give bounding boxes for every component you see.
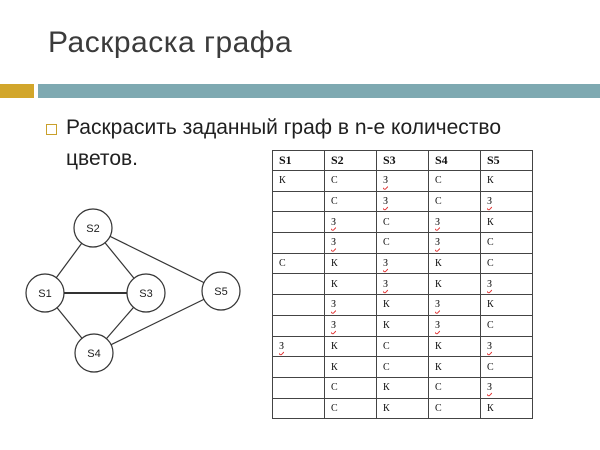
node-label-s1: S1 <box>38 288 51 300</box>
table-cell: С <box>480 356 533 378</box>
table-cell: З <box>480 335 533 358</box>
node-label-s2: S2 <box>86 223 99 235</box>
edge-s2-s5 <box>92 227 222 292</box>
table-cell: С <box>376 232 429 254</box>
table-cell: К <box>480 170 533 192</box>
table-cell: С <box>376 356 429 378</box>
table-cell: З <box>376 273 429 296</box>
column-header: S5 <box>480 150 533 171</box>
table-cell: К <box>376 294 429 316</box>
table-cell: К <box>376 376 429 399</box>
table-cell: З <box>272 335 325 358</box>
slide-title: Раскраска графа <box>48 26 293 59</box>
graph-diagram: S1 S2 S3 S4 S5 <box>25 208 241 373</box>
table-cell: С <box>376 211 429 234</box>
table-cell: С <box>428 397 481 420</box>
bullet-text: Раскрасить заданный граф в n-е количеств… <box>66 116 502 170</box>
node-s3 <box>126 273 166 313</box>
table-header-row: S1 S2 S3 S4 S5 <box>272 150 533 171</box>
table-cell: С <box>324 376 377 399</box>
table-cell: З <box>428 294 481 316</box>
table-cell: С <box>272 252 325 275</box>
table-cell: К <box>324 252 377 275</box>
table-cell: С <box>324 190 377 213</box>
column-header: S3 <box>376 150 429 171</box>
table-cell: З <box>376 190 429 213</box>
column-header: S4 <box>428 150 481 171</box>
node-s2 <box>73 208 113 248</box>
table-cell: З <box>324 294 377 316</box>
table-cell <box>272 397 325 420</box>
table-cell: С <box>480 252 533 275</box>
column-header: S1 <box>272 150 325 171</box>
table-cell: К <box>480 211 533 234</box>
table-cell: К <box>376 314 429 337</box>
node-label-s5: S5 <box>214 286 227 298</box>
bullet-square-icon <box>46 124 57 135</box>
table-cell <box>272 314 325 337</box>
table-cell: З <box>480 376 533 399</box>
node-s1 <box>25 273 65 313</box>
node-label-s3: S3 <box>139 288 152 300</box>
table-cell: С <box>428 190 481 213</box>
table-cell: К <box>428 273 481 296</box>
title-band-teal <box>38 84 600 98</box>
table-cell <box>272 190 325 213</box>
table-cell: З <box>428 314 481 337</box>
table-cell: З <box>376 252 429 275</box>
table-cell: К <box>324 356 377 378</box>
table-cell: К <box>428 335 481 358</box>
table-cell: К <box>428 252 481 275</box>
table-cell: З <box>480 273 533 296</box>
table-cell <box>272 294 325 316</box>
table-cell: С <box>428 376 481 399</box>
table-cell: З <box>324 232 377 254</box>
table-cell: З <box>480 190 533 213</box>
node-label-s4: S4 <box>87 348 100 360</box>
table-cell: З <box>376 170 429 192</box>
table-cell: К <box>376 397 429 420</box>
column-header: S2 <box>324 150 377 171</box>
node-s5 <box>201 271 241 311</box>
table-cell: К <box>480 294 533 316</box>
table-cell <box>272 356 325 378</box>
table-cell: С <box>324 397 377 420</box>
edge-s4-s5 <box>93 290 222 354</box>
table-cell: С <box>480 232 533 254</box>
table-cell: С <box>480 314 533 337</box>
table-cell <box>272 211 325 234</box>
table-cell: С <box>324 170 377 192</box>
table-cell: С <box>376 335 429 358</box>
title-band-gold <box>0 84 34 98</box>
table-cell <box>272 273 325 296</box>
table-cell: З <box>324 211 377 234</box>
node-s4 <box>74 333 114 373</box>
table-cell: З <box>324 314 377 337</box>
table-cell: З <box>428 232 481 254</box>
table-cell: К <box>480 397 533 420</box>
table-cell: К <box>272 170 325 192</box>
table-cell: К <box>324 273 377 296</box>
table-cell <box>272 376 325 399</box>
table-cell: К <box>324 335 377 358</box>
table-cell <box>272 232 325 254</box>
table-cell: К <box>428 356 481 378</box>
table-cell: З <box>428 211 481 234</box>
table-cell: С <box>428 170 481 192</box>
